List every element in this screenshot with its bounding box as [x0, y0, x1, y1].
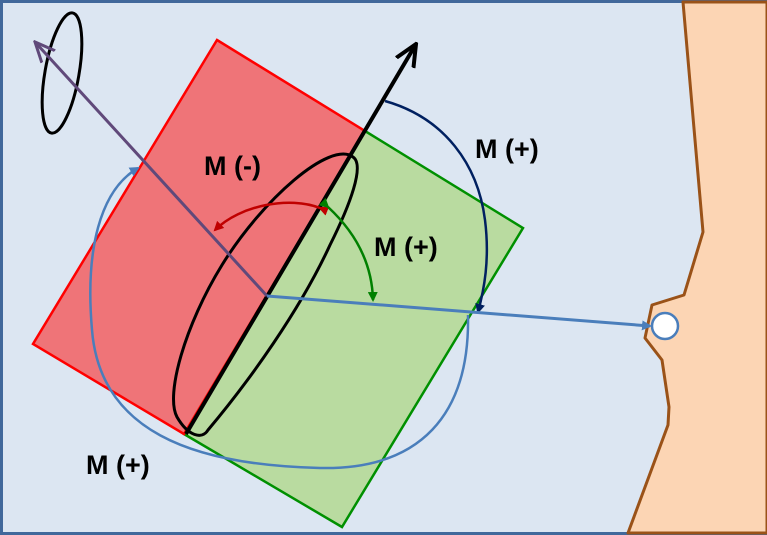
- navy-arc: [384, 99, 489, 314]
- red-angle-arc: [213, 201, 330, 232]
- black-axis-arrow: [184, 44, 416, 436]
- label-m-plus-bottom: M (+): [86, 450, 150, 480]
- label-m-plus-inner: M (+): [374, 232, 438, 262]
- label-m-plus-right: M (+): [475, 134, 539, 164]
- purple-vector-arrow: [35, 42, 269, 298]
- green-angle-arc: [318, 197, 378, 302]
- open-circle-icon: [650, 311, 680, 341]
- small-black-ellipse: [40, 11, 84, 135]
- label-m-minus: M (-): [204, 151, 261, 181]
- outer-loop-curve: [89, 166, 470, 470]
- tissue-region: [626, 0, 767, 535]
